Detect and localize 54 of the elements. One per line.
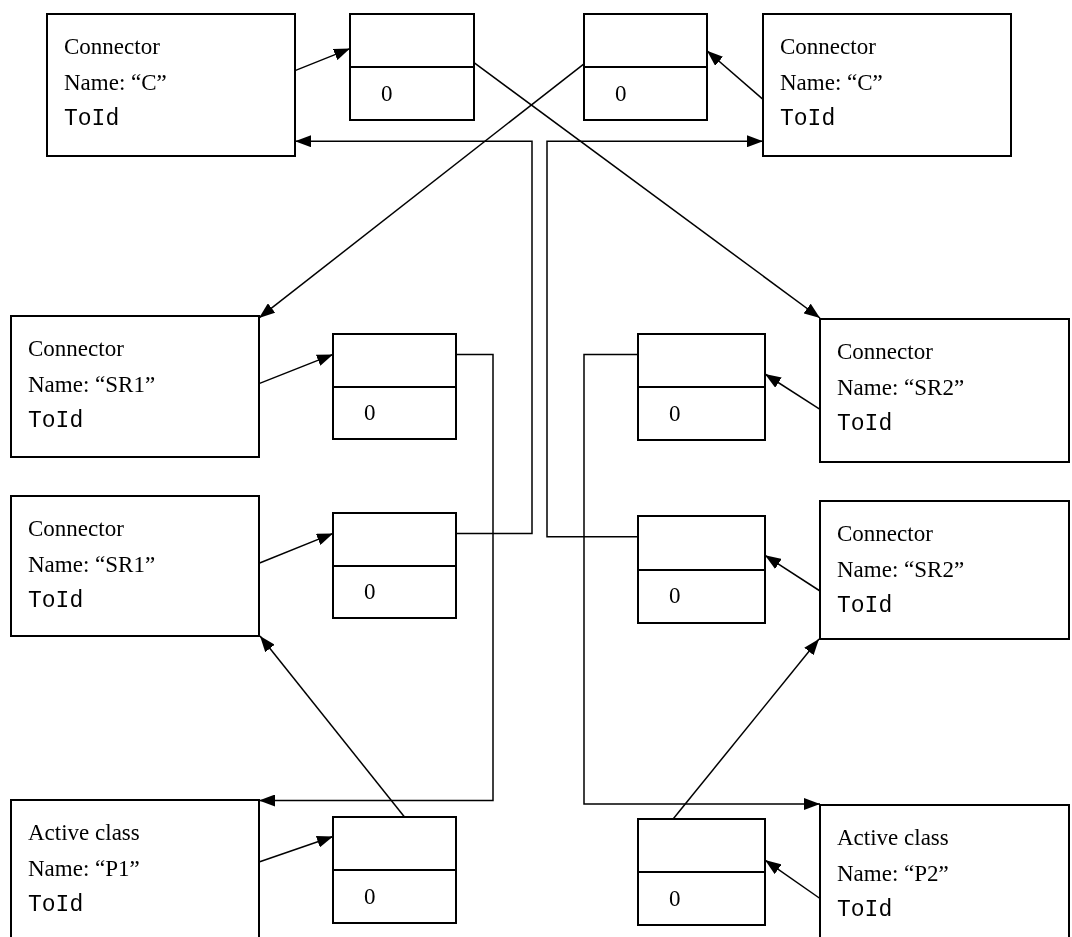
arrow [583,353,821,810]
object-box [46,13,296,157]
field-label: ToId [837,410,893,439]
name-label: Name: “SR1” [28,371,156,399]
object-box [819,500,1070,640]
pointer-cell-box [583,13,708,121]
type-label: Connector [28,335,124,363]
name-label: Name: “C” [64,69,167,97]
field-label: ToId [64,105,120,134]
type-label: Connector [780,33,876,61]
arrow [258,353,494,807]
value-label: 0 [364,577,376,606]
type-label: Connector [837,520,933,548]
object-box [10,495,260,637]
pointer-cell-box [349,13,475,121]
field-label: ToId [837,896,893,925]
object-box [819,804,1070,937]
name-label: Name: “SR2” [837,374,965,402]
name-label: Name: “SR2” [837,556,965,584]
name-label: Name: “P1” [28,855,140,883]
object-box [10,799,260,937]
object-box [10,315,260,458]
pointer-cell-box [637,818,766,926]
type-label: Connector [28,515,124,543]
value-label: 0 [364,882,376,911]
pointer-cell-box [637,515,766,624]
object-box [819,318,1070,463]
value-label: 0 [669,884,681,913]
field-label: ToId [28,587,84,616]
value-label: 0 [381,79,393,108]
arrow [258,63,585,319]
value-label: 0 [615,79,627,108]
field-label: ToId [28,891,84,920]
object-box [762,13,1012,157]
type-label: Connector [837,338,933,366]
value-label: 0 [669,582,681,611]
name-label: Name: “P2” [837,860,949,888]
field-label: ToId [837,592,893,621]
type-label: Active class [28,819,140,847]
type-label: Connector [64,33,160,61]
arrow [259,635,406,818]
pointer-cell-box [332,333,457,440]
type-label: Active class [837,824,949,852]
name-label: Name: “C” [780,69,883,97]
value-label: 0 [364,398,376,427]
field-label: ToId [780,105,836,134]
pointer-cell-box [332,512,457,619]
arrow [672,638,820,820]
field-label: ToId [28,407,84,436]
arrow [546,135,764,538]
value-label: 0 [669,399,681,428]
pointer-cell-box [332,816,457,924]
pointer-cell-box [637,333,766,441]
name-label: Name: “SR1” [28,551,156,579]
